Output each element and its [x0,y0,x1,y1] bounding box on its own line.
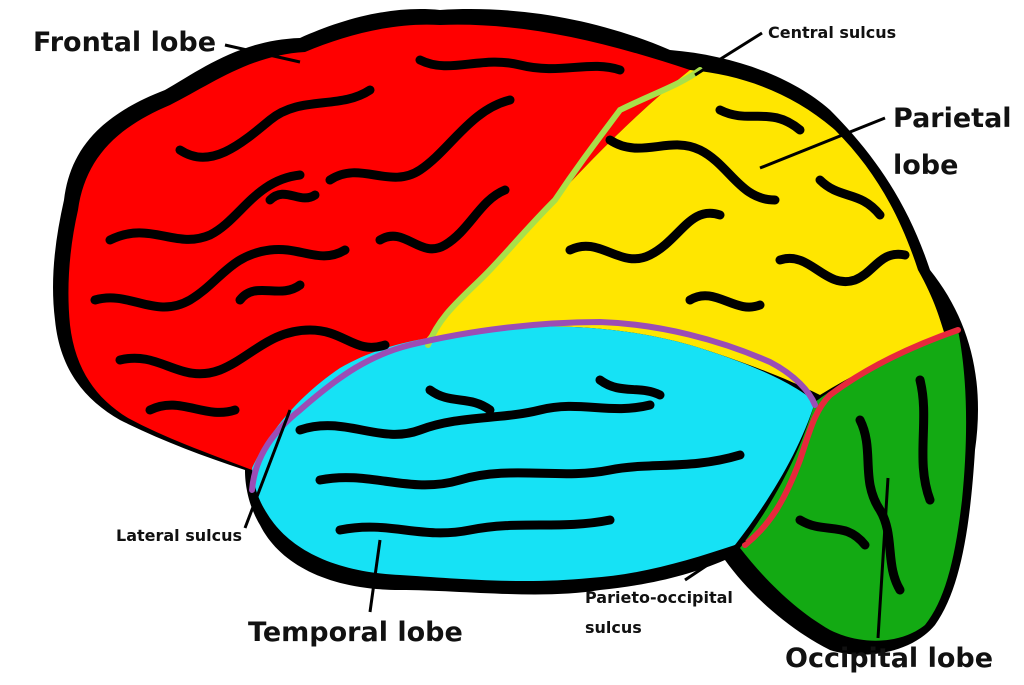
parieto-occipital-label-line1: Parieto-occipital [585,588,733,607]
central-sulcus-line [425,67,703,348]
lateral-sulcus-line [249,318,818,493]
parieto-occipital-label-line2: sulcus [585,618,642,637]
lateral-leader-line [243,409,292,529]
temporal-lobe-region [252,326,815,582]
occipital-leader-line [876,477,890,639]
parietal-lobe-label-line1: Parietal [893,103,1012,134]
parietal-leader-line [759,116,886,170]
temporal-leader-line [368,539,382,613]
parietal-lobe-label-line2: lobe [893,150,959,181]
parieto-leader-line [684,538,746,582]
leader-lines [224,31,890,639]
parieto-occipital-sulcus-line [742,327,961,548]
temporal-lobe-label: Temporal lobe [248,617,463,648]
frontal-leader-line [224,43,301,64]
frontal-lobe-region [68,24,690,470]
parietal-lobe-region [425,70,945,395]
gyri-lines [90,55,935,595]
occipital-lobe-region [740,330,967,641]
frontal-lobe-label: Frontal lobe [33,27,217,58]
central-leader-line [694,31,763,77]
occipital-lobe-label: Occipital lobe [785,643,994,674]
central-sulcus-label: Central sulcus [768,23,897,42]
lateral-sulcus-label: Lateral sulcus [116,526,243,545]
